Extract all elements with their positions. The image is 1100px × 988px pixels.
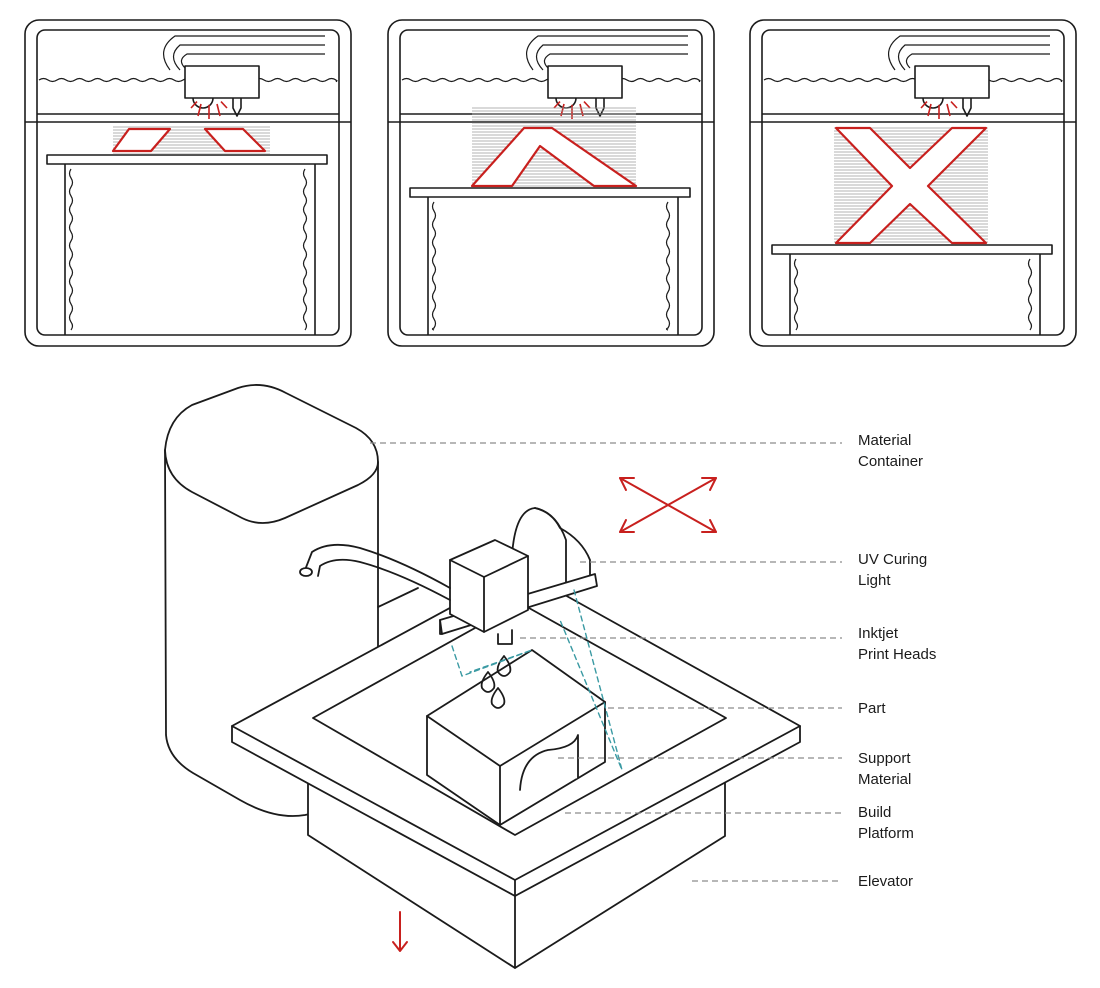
supply-hose	[299, 543, 451, 601]
uv-rays	[920, 101, 958, 119]
down-arrow-icon	[392, 911, 408, 952]
stage-final	[749, 19, 1077, 347]
material-jetting-machine	[164, 384, 801, 969]
uv-light-beam	[451, 589, 623, 771]
support-material-label: Material	[858, 771, 911, 788]
uv-curing-light-label: Light	[858, 572, 891, 589]
part-label: Part	[858, 700, 886, 717]
stage-middle	[387, 19, 715, 347]
inkjet-print-heads-label: Print Heads	[858, 646, 936, 663]
droplet-icon	[496, 655, 512, 677]
droplet-icon	[490, 687, 506, 709]
gantry	[377, 507, 598, 645]
uv-rays	[553, 101, 591, 119]
material-container-label: Container	[858, 453, 923, 470]
inkjet-print-heads-label: Inktjet	[858, 625, 899, 642]
build-platform-label: Build	[858, 804, 891, 821]
material-container-label: Material	[858, 432, 911, 449]
elevator-label: Elevator	[858, 873, 913, 890]
stage-panels	[24, 19, 1077, 347]
stage-early	[24, 19, 352, 347]
elevator-callout: Elevator	[692, 873, 913, 890]
part-callout: Part	[608, 700, 886, 717]
support-material-label: Support	[858, 750, 911, 767]
droplets	[480, 655, 512, 709]
part-shape	[111, 127, 267, 153]
droplet-icon	[480, 671, 496, 693]
xy-motion-arrows-icon	[619, 477, 717, 533]
part-shape	[834, 126, 988, 245]
uv-curing-light-label: UV Curing	[858, 551, 927, 568]
part-block	[426, 649, 606, 826]
part-shape	[470, 126, 638, 188]
build-platform-label: Platform	[858, 825, 914, 842]
uv-rays	[190, 101, 228, 119]
